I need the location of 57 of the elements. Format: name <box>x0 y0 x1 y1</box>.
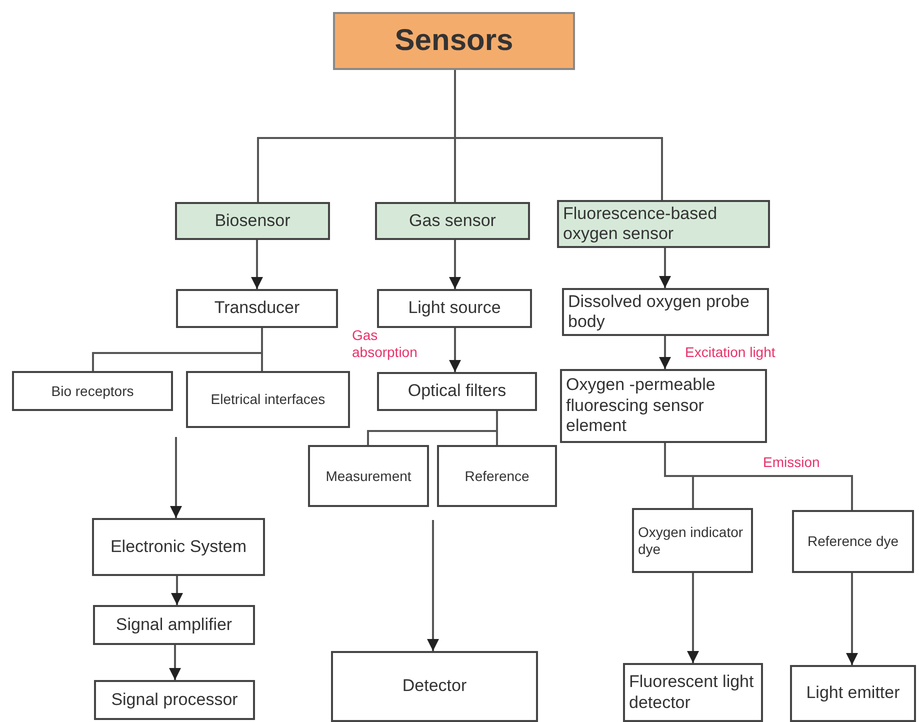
connector-line <box>454 70 663 200</box>
node-label: Light source <box>407 298 502 319</box>
node-label: Optical filters <box>406 381 508 402</box>
node-label: Fluorescence-based oxygen sensor <box>563 204 718 244</box>
process-box <box>93 605 255 645</box>
node-label: Measurement <box>324 468 412 484</box>
process-box <box>560 369 767 443</box>
node-label: Oxygen -permeable fluorescing sensor element <box>566 375 716 437</box>
arrow <box>449 240 461 289</box>
arrow <box>171 576 183 605</box>
node-label: Gas sensor <box>408 210 497 232</box>
process-box <box>377 289 532 328</box>
arrow <box>251 240 263 289</box>
process-box <box>186 371 350 428</box>
arrow <box>427 520 439 651</box>
title-box <box>333 12 575 70</box>
arrow <box>449 328 461 372</box>
node-label: Eletrical interfaces <box>210 391 326 408</box>
node-label: Transducer <box>213 298 301 319</box>
edge-label: Excitation light <box>685 344 776 361</box>
process-box <box>437 445 557 507</box>
node-label: Signal amplifier <box>114 614 234 636</box>
node-label: Bio receptors <box>50 382 135 400</box>
process-box <box>792 510 914 573</box>
node-label: Dissolved oxygen probe body <box>568 292 750 332</box>
process-box <box>92 518 265 576</box>
node-label: Electronic System <box>109 536 248 558</box>
node-label: Biosensor <box>214 210 292 232</box>
node-label: Detector <box>401 676 468 697</box>
node-label: Reference dye <box>806 533 900 550</box>
category-box <box>375 202 530 240</box>
node-label: Sensors <box>394 23 514 59</box>
process-box <box>790 665 916 722</box>
arrow <box>659 248 671 288</box>
arrow <box>687 573 699 663</box>
category-box <box>557 200 770 248</box>
process-box <box>12 371 173 411</box>
process-box <box>331 651 538 722</box>
process-box <box>562 288 769 336</box>
node-label: Light emitter <box>805 683 901 704</box>
connector-line <box>664 443 853 510</box>
category-box <box>175 202 330 240</box>
process-box <box>632 508 753 573</box>
node-label: Fluorescent light detector <box>629 672 755 713</box>
process-box <box>176 289 338 328</box>
node-label: Signal processor <box>110 690 239 710</box>
node-label: Reference <box>464 468 530 484</box>
process-box <box>377 372 537 411</box>
arrow <box>170 437 182 518</box>
connector-line <box>261 328 263 371</box>
arrow <box>659 336 671 369</box>
process-box <box>623 663 763 722</box>
arrow <box>169 645 181 680</box>
arrow <box>846 573 858 665</box>
node-label: Oxygen indicator dye <box>638 524 744 558</box>
process-box <box>94 680 255 720</box>
process-box <box>308 445 429 507</box>
